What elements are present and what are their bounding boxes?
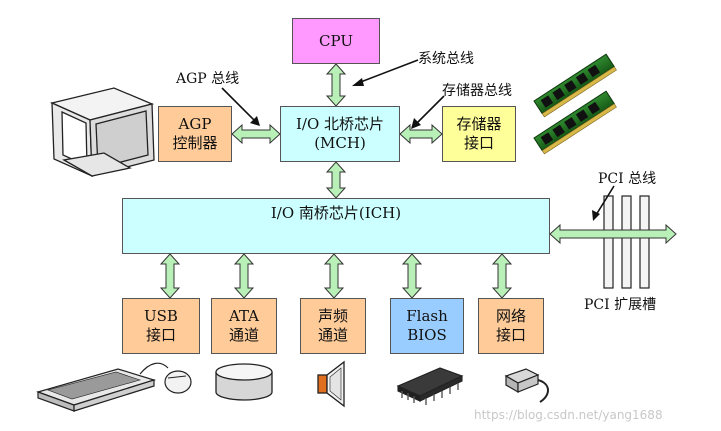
ata-link-arrow	[233, 253, 255, 299]
memory-interface-box: 存储器 接口	[442, 106, 516, 162]
monitor-icon	[49, 87, 155, 178]
flash-bios-line1: Flash	[406, 307, 448, 326]
agp-controller-box: AGP 控制器	[158, 106, 232, 162]
agp-controller-line1: AGP	[178, 115, 212, 134]
pci-slot-1	[603, 195, 614, 289]
north-south-bridge-arrow	[325, 161, 347, 199]
pci-bus-label: PCI 总线	[598, 171, 657, 187]
flash-bios-link-arrow	[401, 253, 423, 299]
network-interface-box: 网络 接口	[478, 298, 544, 354]
network-link-arrow	[491, 253, 513, 299]
pci-bus-pointer	[595, 185, 615, 216]
system-bus-label: 系统总线	[418, 51, 474, 67]
audio-link-arrow	[323, 253, 345, 299]
audio-channel-line2: 通道	[317, 326, 348, 344]
memory-interface-line2: 接口	[463, 134, 494, 152]
north-bridge-line1: I/O 北桥芯片	[295, 115, 385, 134]
audio-channel-line1: 声频	[317, 307, 348, 326]
audio-channel-box: 声频 通道	[300, 298, 366, 354]
memory-interface-line1: 存储器	[456, 115, 502, 134]
usb-interface-line1: USB	[144, 307, 178, 326]
south-bridge-label: I/O 南桥芯片(ICH)	[270, 204, 402, 222]
memory-bus-label: 存储器总线	[442, 83, 512, 99]
agp-controller-line2: 控制器	[172, 134, 218, 152]
callout-arrows	[221, 59, 615, 221]
cpu-label: CPU	[319, 31, 353, 50]
memory-modules-icon	[533, 53, 617, 155]
usb-link-arrow	[159, 253, 181, 299]
chip-icon	[396, 367, 464, 405]
agp-link-arrow	[231, 123, 281, 145]
north-bridge-line2: (MCH)	[314, 134, 366, 152]
pci-slot-2	[621, 195, 632, 289]
bus-arrows	[159, 63, 677, 299]
ata-channel-box: ATA 通道	[211, 298, 277, 354]
cpu-box: CPU	[292, 18, 380, 64]
ata-channel-line1: ATA	[228, 307, 260, 326]
pci-bus-arrow	[549, 223, 677, 245]
system-bus-pointer	[357, 59, 419, 84]
pci-slot-3	[639, 195, 650, 289]
agp-bus-pointer	[221, 87, 257, 123]
agp-bus-label: AGP 总线	[176, 71, 240, 87]
usb-interface-line2: 接口	[145, 326, 176, 344]
keyboard-mouse-icon	[36, 362, 192, 412]
ata-channel-line2: 通道	[228, 326, 259, 344]
north-bridge-box: I/O 北桥芯片 (MCH)	[280, 106, 400, 162]
memory-link-arrow	[399, 123, 443, 145]
memory-bus-pointer	[415, 95, 445, 125]
hard-disk-icon	[215, 363, 273, 401]
flash-bios-box: Flash BIOS	[390, 298, 464, 354]
pci-slots	[603, 195, 650, 289]
network-interface-line1: 网络	[495, 307, 526, 326]
watermark: https://blog.csdn.net/yang1688	[474, 408, 663, 422]
flash-bios-line2: BIOS	[407, 326, 447, 344]
usb-interface-box: USB 接口	[122, 298, 200, 354]
network-interface-line2: 接口	[495, 326, 526, 344]
south-bridge-box: I/O 南桥芯片(ICH)	[122, 198, 550, 254]
speaker-icon	[317, 360, 345, 408]
network-plug-icon	[504, 368, 549, 403]
cpu-north-bridge-arrow	[325, 63, 347, 107]
pci-slots-label: PCI 扩展槽	[584, 297, 657, 313]
